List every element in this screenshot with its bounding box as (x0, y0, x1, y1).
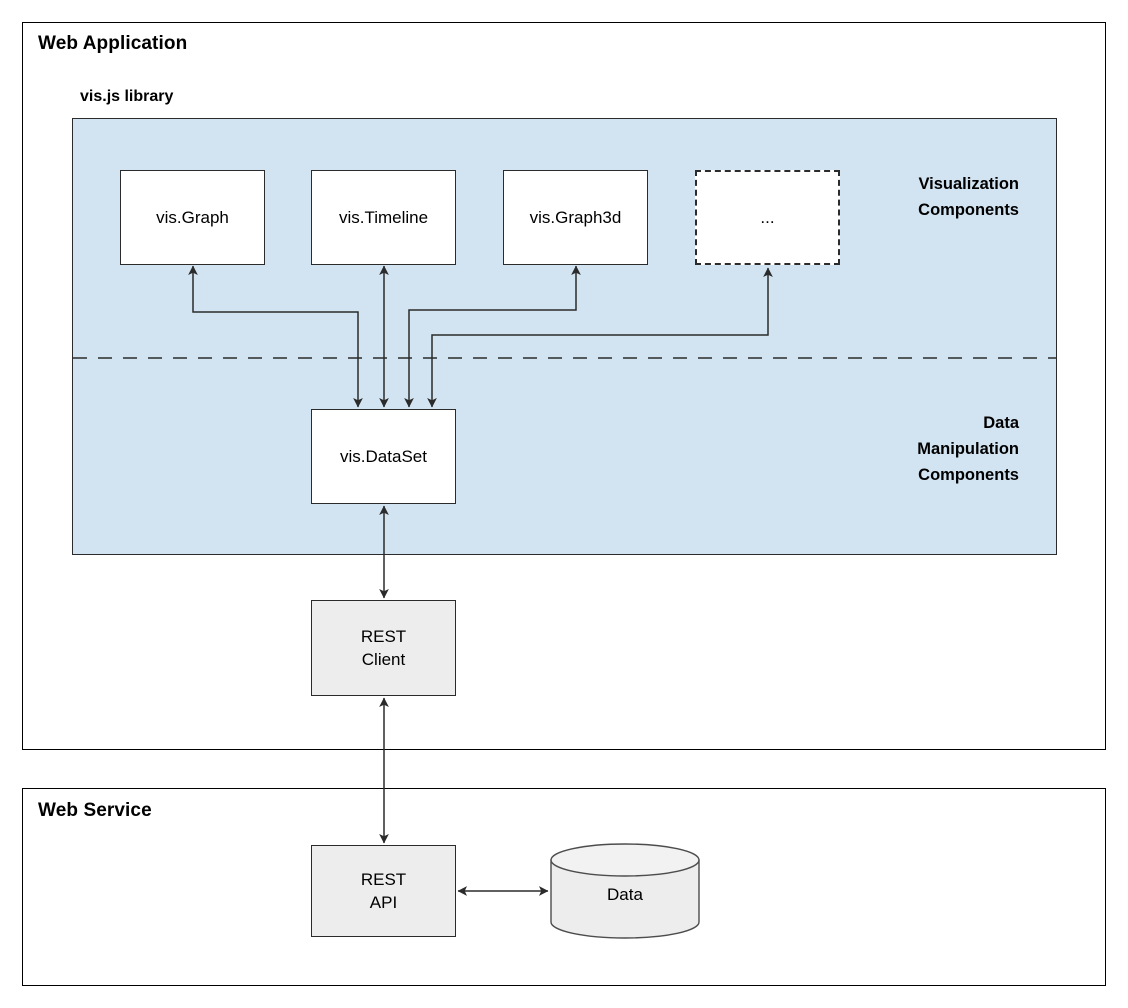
node-vis-dataset[interactable]: vis.DataSet (311, 409, 456, 504)
panel-title-web-application: Web Application (38, 33, 188, 54)
node-data-store[interactable]: Data (550, 843, 700, 939)
node-rest-api[interactable]: REST API (311, 845, 456, 937)
database-cylinder-icon (550, 843, 700, 939)
caption-visualization-components: Visualization Components (918, 175, 1019, 219)
node-more-components[interactable]: ... (695, 170, 840, 265)
node-vis-timeline[interactable]: vis.Timeline (311, 170, 456, 265)
node-vis-graph[interactable]: vis.Graph (120, 170, 265, 265)
node-data-label: Data (607, 885, 643, 904)
caption-data-manipulation-components: Data Manipulation Components (917, 414, 1019, 484)
panel-title-web-service: Web Service (38, 800, 152, 821)
node-vis-graph3d[interactable]: vis.Graph3d (503, 170, 648, 265)
node-rest-client[interactable]: REST Client (311, 600, 456, 696)
library-title: vis.js library (80, 88, 174, 105)
